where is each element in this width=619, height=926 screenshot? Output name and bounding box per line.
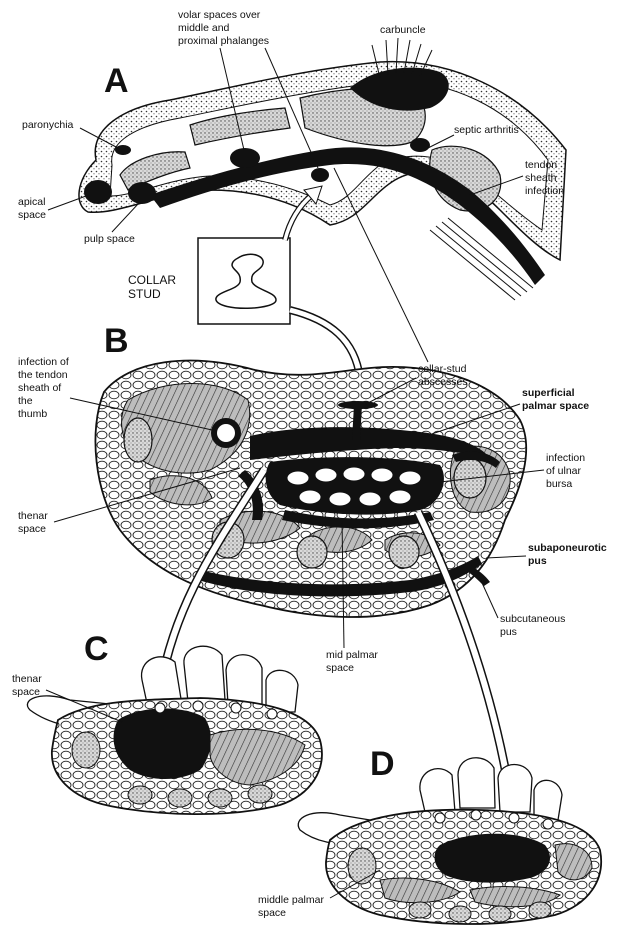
collar-stud-abscess-top [338, 401, 378, 409]
label-volar-spaces-line2: middle and [178, 22, 230, 34]
label-thumb-sheath-line5: thumb [18, 408, 47, 420]
label-superficial-palmar-line1: superficial [522, 387, 575, 399]
label-mid-palmar-line1: mid palmar [326, 649, 378, 661]
label-tendon-sheath-line3: infection [525, 185, 564, 197]
label-subcutaneous-pus: subcutaneous pus [478, 574, 565, 638]
label-carbuncle-text: carbuncle [380, 24, 426, 36]
label-thenar-space-c-line1: thenar [12, 673, 42, 685]
label-ulnar-bursa-line2: of ulnar [546, 465, 582, 477]
label-collar-stud-abscesses-line1: collar-stud [418, 363, 467, 375]
label-thenar-space-b-line2: space [18, 523, 46, 535]
label-apical-space-line2: space [18, 209, 46, 221]
panel-c-letter: C [84, 630, 109, 668]
panel-c-hand-section [27, 646, 322, 814]
label-subcutaneous-line1: subcutaneous [500, 613, 565, 625]
label-subcutaneous-line2: pus [500, 626, 517, 638]
pulp-space-pus [128, 182, 156, 204]
collar-stud-inset: COLLAR STUD [128, 186, 322, 324]
label-volar-spaces-line1: volar spaces over [178, 9, 261, 21]
label-septic-arthritis-text: septic arthritis [454, 124, 519, 136]
label-superficial-palmar-line2: palmar space [522, 400, 589, 412]
ulnar-bursa [266, 457, 444, 515]
panel-a-finger-section [79, 38, 566, 300]
label-thumb-sheath-line1: infection of [18, 356, 69, 368]
label-thenar-space-c-line2: space [12, 686, 40, 698]
label-subaponeurotic-line2: pus [528, 555, 547, 567]
volar-space-proximal [311, 168, 329, 182]
label-subaponeurotic-pus: subaponeurotic pus [486, 542, 607, 567]
label-collar-stud-line2: STUD [128, 287, 161, 301]
septic-joint [410, 138, 430, 152]
label-carbuncle: carbuncle [380, 24, 426, 36]
label-mid-palmar-line2: space [326, 662, 354, 674]
label-middle-palmar-d-line1: middle palmar [258, 894, 324, 906]
label-subaponeurotic-line1: subaponeurotic [528, 542, 607, 554]
label-thumb-sheath-line3: sheath of [18, 382, 61, 394]
apical-space-pus [84, 180, 112, 204]
label-tendon-sheath-line2: sheath [525, 172, 557, 184]
label-collar-stud-line1: COLLAR [128, 273, 176, 287]
label-tendon-sheath-line1: tendon [525, 159, 557, 171]
label-pulp-space-text: pulp space [84, 233, 135, 245]
label-apical-space-line1: apical [18, 196, 45, 208]
panel-d-hand-section [298, 758, 601, 924]
label-thenar-space-b-line1: thenar [18, 510, 48, 522]
label-thumb-sheath-line4: the [18, 395, 33, 407]
panel-b-palm-section [95, 361, 526, 617]
label-paronychia-text: paronychia [22, 119, 74, 131]
panel-a-letter: A [104, 62, 129, 100]
label-middle-palmar-d-line2: space [258, 907, 286, 919]
label-thumb-sheath-line2: the tendon [18, 369, 68, 381]
label-volar-spaces-line3: proximal phalanges [178, 35, 269, 47]
panel-d-letter: D [370, 745, 395, 783]
label-collar-stud-abscesses-line2: abscesses [418, 376, 468, 388]
paronychia-pus [115, 145, 131, 155]
middle-palmar-space-d [435, 834, 550, 883]
label-ulnar-bursa-line1: infection [546, 452, 585, 464]
panel-b-letter: B [104, 322, 129, 360]
label-ulnar-bursa-line3: bursa [546, 478, 572, 490]
volar-space-middle [230, 148, 260, 168]
label-apical-space: apical space [18, 196, 86, 221]
